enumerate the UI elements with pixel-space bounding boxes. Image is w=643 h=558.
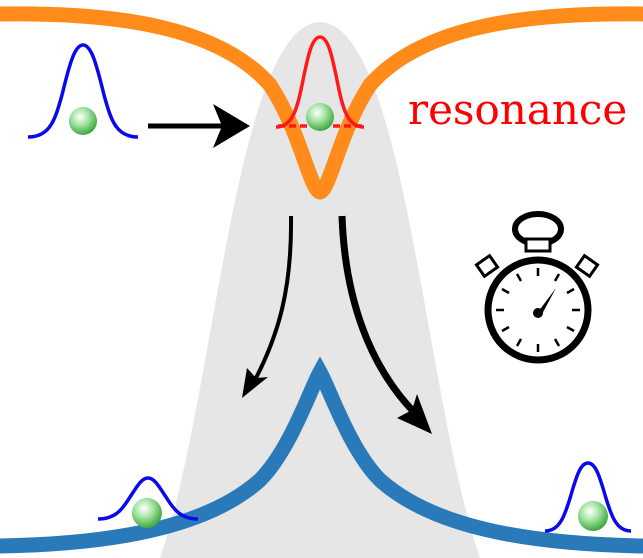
stopwatch-icon [474, 211, 600, 364]
wavepacket-curve [97, 476, 199, 521]
outgoing-wavepacket-right [544, 461, 632, 533]
particle-ball [132, 498, 162, 528]
lower-potential-curve [0, 356, 643, 554]
upper-potential-curve [0, 6, 643, 200]
outgoing-wavepacket-left [97, 476, 199, 528]
decay-arrow-right [338, 215, 432, 434]
resonant-wavepacket [275, 35, 365, 131]
particle-ball [69, 107, 97, 135]
particle-ball [578, 501, 608, 531]
incoming-arrow [148, 104, 250, 148]
wavepacket-curve [27, 43, 139, 139]
particle-ball [306, 103, 334, 131]
incoming-wavepacket [27, 43, 139, 139]
resonance-label: resonance [408, 85, 627, 134]
coupling-region-shadow [160, 22, 480, 558]
resonant-wavepacket-curve [275, 35, 365, 129]
wavepacket-curve [544, 461, 632, 533]
decay-arrow-left [242, 215, 294, 398]
